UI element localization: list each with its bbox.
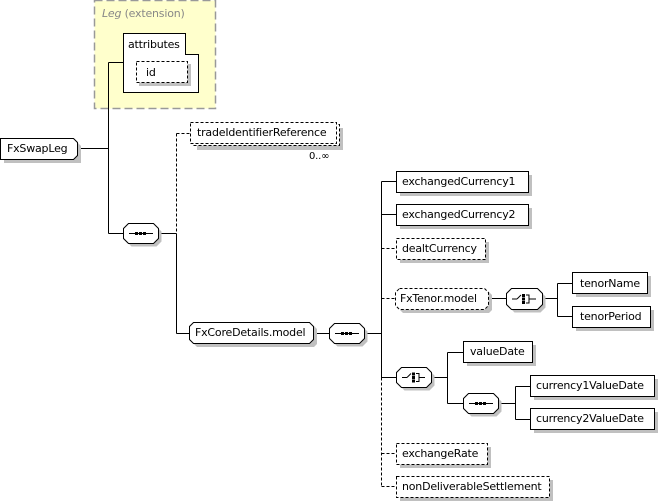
tenorname-label: tenorName	[580, 277, 640, 290]
element-currency1valuedate[interactable]	[530, 375, 659, 401]
element-nondeliverablesettlement[interactable]	[396, 476, 554, 502]
tenorperiod-label: tenorPeriod	[580, 310, 642, 323]
element-tenorperiod[interactable]	[572, 306, 655, 332]
choice-icon	[402, 372, 425, 383]
currency1valuedate-label: currency1ValueDate	[536, 379, 644, 392]
attribute-id-label: id	[146, 66, 156, 79]
choice-icon	[512, 294, 536, 304]
currency2valuedate-label: currency2ValueDate	[536, 412, 644, 425]
attribute-id[interactable]	[136, 61, 192, 87]
extension-base: Leg	[102, 7, 122, 20]
sequence-icon	[469, 402, 493, 405]
sequence-compositor-currency-dates[interactable]	[463, 393, 502, 417]
group-fxcoredetails-model[interactable]	[189, 322, 318, 348]
element-tenorname[interactable]	[572, 272, 652, 298]
tradeidentifierreference-label: tradeIdentifierReference	[197, 126, 327, 139]
element-exchangedcurrency2[interactable]	[396, 204, 533, 230]
fxcoredetails-label: FxCoreDetails.model	[195, 326, 306, 339]
multiplicity-label: 0..∞	[309, 151, 330, 162]
element-dealtcurrency[interactable]	[396, 238, 490, 264]
element-currency2valuedate[interactable]	[530, 408, 659, 434]
valuedate-label: valueDate	[470, 345, 525, 358]
exchangerate-label: exchangeRate	[402, 447, 479, 460]
root-label: FxSwapLeg	[7, 142, 68, 155]
root-element-fxswapleg[interactable]	[0, 138, 82, 164]
sequence-compositor-main[interactable]	[123, 223, 162, 247]
choice-compositor-tenor[interactable]	[506, 288, 546, 313]
fxtenor-label: FxTenor.model	[400, 292, 477, 305]
dealtcurrency-label: dealtCurrency	[402, 242, 477, 255]
element-exchangerate[interactable]	[396, 443, 492, 469]
element-tradeidentifierreference[interactable]	[190, 122, 344, 151]
element-exchangedcurrency1[interactable]	[396, 171, 533, 197]
sequence-icon	[335, 332, 359, 335]
sequence-icon	[129, 232, 153, 235]
choice-compositor-valuedate[interactable]	[396, 367, 435, 391]
group-fxtenor-model[interactable]	[395, 288, 493, 314]
exchangedcurrency1-label: exchangedCurrency1	[402, 175, 516, 188]
attributes-label: attributes	[128, 38, 180, 51]
extension-kind: (extension)	[124, 7, 185, 20]
extension-label: Leg (extension)	[102, 7, 185, 20]
connectors	[77, 62, 572, 487]
exchangedcurrency2-label: exchangedCurrency2	[402, 208, 516, 221]
sequence-compositor-core[interactable]	[329, 323, 368, 347]
element-valuedate[interactable]	[463, 341, 537, 367]
nondeliverablesettlement-label: nonDeliverableSettlement	[402, 480, 542, 493]
